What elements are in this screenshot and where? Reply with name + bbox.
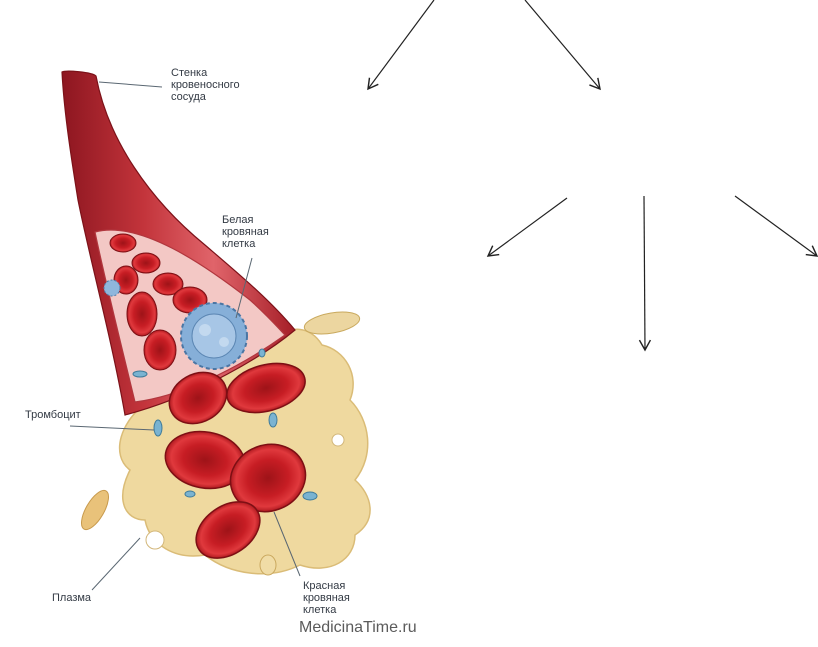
plasma-bubble [331, 433, 345, 447]
red-cells-in-vessel [109, 233, 208, 371]
plasma-droplet [303, 311, 361, 335]
arrow [367, 0, 435, 91]
arrow [734, 195, 818, 257]
label-plasma: Плазма [52, 592, 92, 604]
arrow [638, 195, 652, 352]
label-platelet: Тромбоцит [25, 409, 81, 421]
plasma-droplet [81, 489, 109, 531]
platelets [132, 348, 318, 501]
arrows [367, 0, 818, 352]
leader-lines [69, 81, 301, 591]
label-white-blood-cell: Белая кровяная клетка [222, 214, 269, 250]
white-blood-cell [180, 302, 248, 370]
arrow [486, 197, 568, 257]
label-vessel-wall: Стенка кровеносного сосуда [171, 67, 240, 103]
large-red-cells [164, 362, 307, 559]
watermark: MedicinaTime.ru [299, 619, 417, 636]
arrow [524, 0, 601, 91]
small-white-cell [103, 279, 121, 297]
plasma-droplet [259, 554, 277, 576]
label-red-blood-cell: Красная кровяная клетка [303, 580, 350, 616]
plasma-bubble [145, 530, 165, 550]
